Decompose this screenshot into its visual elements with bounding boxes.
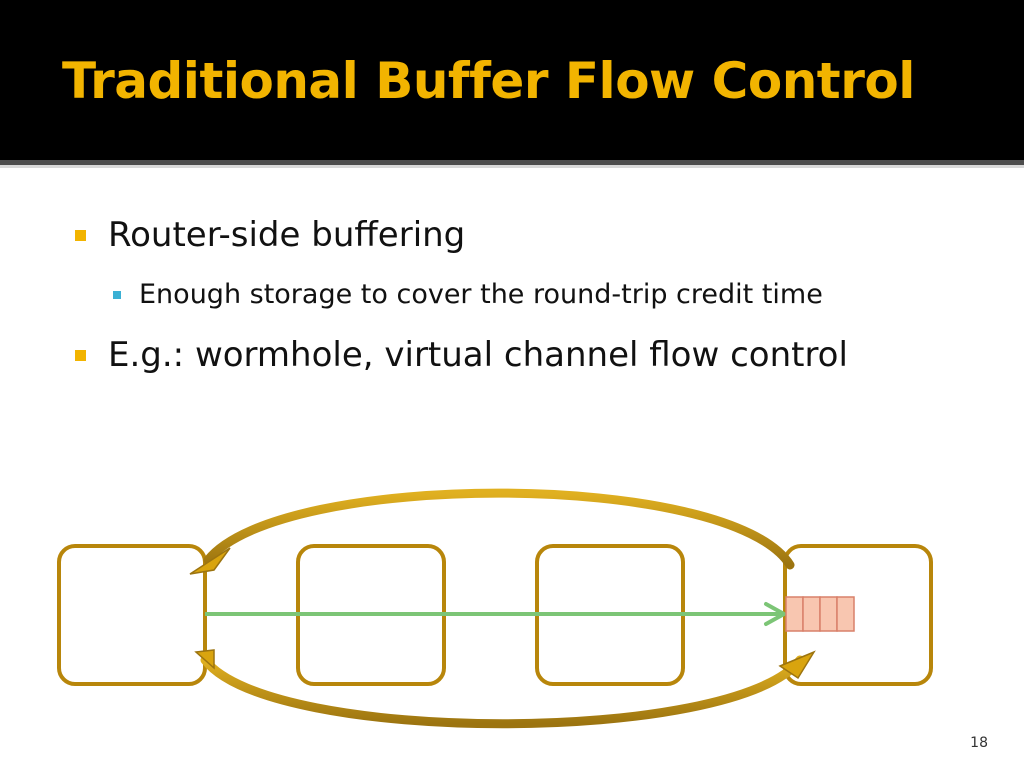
data-flow-arrowhead-icon — [764, 602, 786, 626]
router-1 — [57, 544, 207, 686]
buffer-slots — [785, 596, 855, 632]
bullet-text: Router-side buffering — [108, 215, 466, 255]
title-bar: Traditional Buffer Flow Control — [0, 0, 1024, 160]
bullet-router-side-buffering: Router-side buffering — [75, 215, 465, 255]
arc-bottom-arrowhead-icon — [778, 650, 816, 680]
page-number: 18 — [970, 735, 988, 751]
bullet-square-icon — [75, 349, 86, 361]
sub-bullet-square-icon — [113, 290, 121, 299]
arc-bottom-tail-icon — [194, 649, 215, 670]
bullet-examples: E.g.: wormhole, virtual channel flow con… — [75, 335, 848, 375]
buffer-slot — [785, 596, 804, 632]
title-divider-highlight — [0, 165, 1024, 168]
buffer-slot — [819, 596, 838, 632]
bullet-square-icon — [75, 229, 86, 241]
sub-bullet-text: Enough storage to cover the round-trip c… — [139, 279, 823, 310]
title-divider — [0, 160, 1024, 165]
arc-top-arrowhead-icon — [189, 547, 231, 575]
bullet-text: E.g.: wormhole, virtual channel flow con… — [108, 335, 848, 375]
sub-bullet-storage: Enough storage to cover the round-trip c… — [113, 279, 823, 310]
buffer-slot — [836, 596, 855, 632]
credit-return-arc-bottom — [200, 655, 805, 729]
credit-return-arc-top — [203, 488, 795, 570]
buffer-slot — [802, 596, 821, 632]
slide-title: Traditional Buffer Flow Control — [62, 52, 915, 110]
